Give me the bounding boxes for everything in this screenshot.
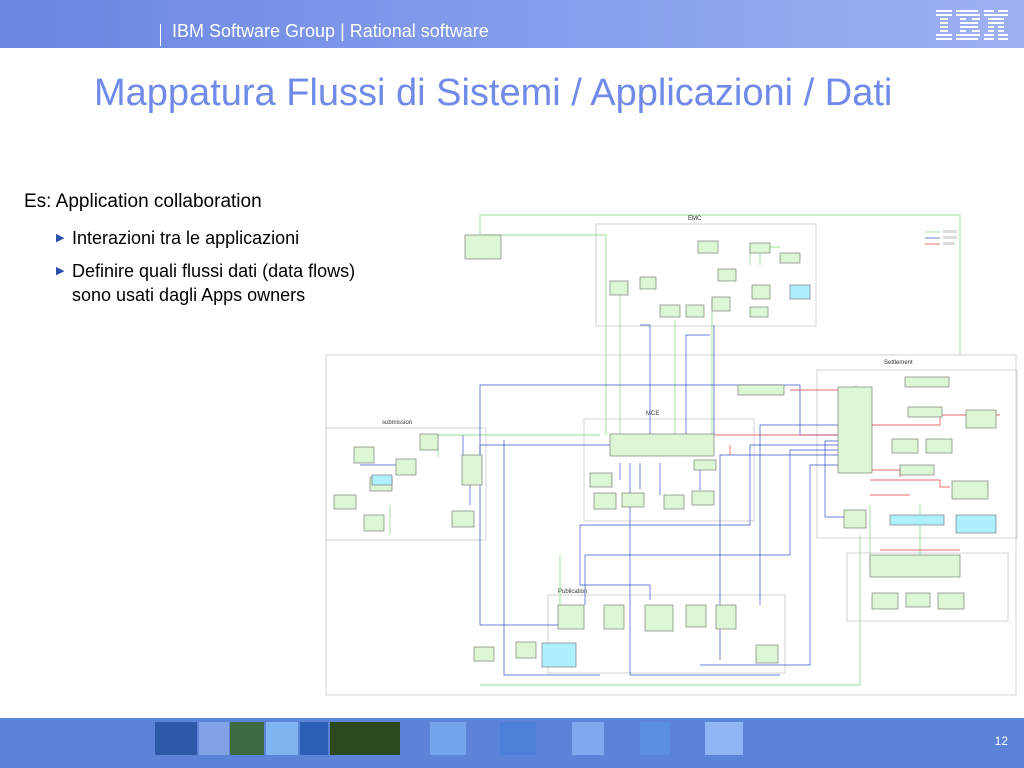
- bullet-main: Es: Application collaboration: [24, 191, 262, 212]
- sub-bullet-1: ▶ Interazioni tra le applicazioni: [56, 226, 358, 250]
- slide-title: Mappatura Flussi di Sistemi / Applicazio…: [94, 72, 893, 114]
- footer-image-tile: [266, 722, 298, 755]
- footer-image-tile: [705, 722, 743, 755]
- footer-image-tile: [155, 722, 197, 755]
- bullet-arrow-icon: ▶: [56, 265, 65, 277]
- bullet-arrow-icon: ▶: [56, 232, 65, 244]
- group-label-settlement: Settlement: [884, 360, 913, 366]
- application-collaboration-diagram: EMC Settlement submission MCE Publicatio…: [325, 214, 1018, 696]
- footer-image-tile: [500, 722, 536, 755]
- group-label-mce: MCE: [646, 411, 659, 417]
- page-number: 12: [994, 734, 1008, 748]
- header-separator: [160, 24, 161, 46]
- group-mce: [583, 418, 755, 522]
- group-publication: [547, 594, 786, 674]
- footer-image-tile: [640, 722, 670, 755]
- sub-bullet-text: Definire quali flussi dati (data flows) …: [72, 261, 356, 305]
- group-label-publication: Publication: [558, 589, 587, 595]
- group-publication-right: [846, 552, 1009, 622]
- header-bar: IBM Software Group | Rational software: [0, 0, 1024, 48]
- ibm-logo: [936, 10, 1008, 40]
- footer-image-tile: [430, 722, 466, 755]
- sub-bullet-2: ▶ Definire quali flussi dati (data flows…: [56, 259, 358, 307]
- group-emc: [595, 223, 817, 327]
- group-label-submission: submission: [382, 420, 412, 426]
- outer-boundary: [325, 354, 1017, 696]
- group-label-emc: EMC: [688, 216, 702, 222]
- footer-image-tile: [230, 722, 264, 755]
- group-settlement: [816, 369, 1018, 539]
- header-text: IBM Software Group | Rational software: [172, 21, 489, 41]
- footer-image-tile: [572, 722, 604, 755]
- footer-image-tile: [199, 722, 229, 755]
- footer-image-tile: [300, 722, 328, 755]
- sub-bullet-text: Interazioni tra le applicazioni: [72, 228, 300, 248]
- footer-image-tile: [330, 722, 400, 755]
